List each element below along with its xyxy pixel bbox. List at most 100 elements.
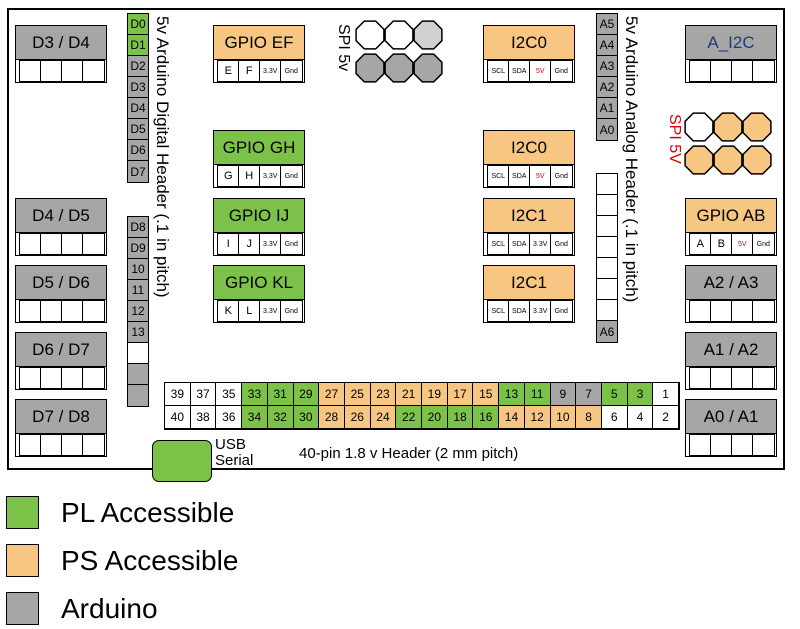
header-pin <box>597 300 617 321</box>
spi-pin <box>384 53 414 83</box>
legend-arduino-label: Arduino <box>61 592 158 624</box>
header-pin: 15 <box>473 383 500 406</box>
header-pin: A5 <box>597 14 617 35</box>
header-pin: 10 <box>128 259 148 280</box>
header-pin: D4 <box>128 98 148 119</box>
grove-pin: SDA <box>508 60 531 82</box>
legend-ps-label: PS Accessible <box>61 544 239 576</box>
grove-pin: Gnd <box>280 60 303 82</box>
header-pin: 12 <box>524 406 551 429</box>
grove-pin: K <box>217 300 240 322</box>
connector-title: A0 / A1 <box>686 400 776 434</box>
grove-pin: 3.3V <box>259 233 282 255</box>
connector-pin <box>689 300 712 322</box>
connector-title: A2 / A3 <box>686 266 776 300</box>
grove-pin: Gnd <box>550 233 573 255</box>
connector-pin <box>82 233 105 255</box>
header-pin: 18 <box>447 406 474 429</box>
grove-pin: 3.3V <box>259 60 282 82</box>
legend-pl: PL Accessible <box>6 496 234 529</box>
connector-pin <box>61 233 84 255</box>
header-pin: D3 <box>128 77 148 98</box>
spi-pin <box>355 53 385 83</box>
spi-pin <box>355 20 385 50</box>
grove-pin: 5V <box>731 233 754 255</box>
usb-serial-connector <box>152 440 212 482</box>
i2c-title: I2C0 <box>484 131 574 165</box>
grove-pin: 3.3V <box>259 300 282 322</box>
grove-pin: Gnd <box>550 165 573 187</box>
spi-right-header <box>684 112 772 175</box>
legend-ps: PS Accessible <box>6 544 238 577</box>
grove-pin: SDA <box>508 233 531 255</box>
header-pin <box>128 343 148 364</box>
connector-pin <box>731 60 754 82</box>
gpio-gh-title: GPIO GH <box>214 131 304 165</box>
grove-pin: 3.3V <box>259 165 282 187</box>
header-pin: 9 <box>550 383 577 406</box>
header-pin: D2 <box>128 56 148 77</box>
header-pin: A2 <box>597 77 617 98</box>
header-pin: 33 <box>242 383 268 406</box>
connector-pin <box>82 300 105 322</box>
header-pin: A6 <box>597 321 617 342</box>
connector-pin <box>710 434 733 456</box>
header-pin: 22 <box>396 406 422 429</box>
connector-pin <box>40 233 63 255</box>
connector-pin <box>82 367 105 389</box>
connector-pin <box>752 434 775 456</box>
connector-title: D7 / D8 <box>16 400 106 434</box>
header-pin: 12 <box>128 301 148 322</box>
header-pin: 7 <box>576 383 602 406</box>
grove-pin: Gnd <box>280 300 303 322</box>
connector-pin <box>82 60 105 82</box>
grove-pin: SDA <box>508 165 531 187</box>
spi-pin <box>742 145 772 175</box>
header-pin: D6 <box>128 140 148 161</box>
header-pin: 3 <box>627 383 654 406</box>
grove-pin: 3.3V <box>529 233 552 255</box>
i2c-title: I2C1 <box>484 266 574 300</box>
header-pin <box>597 279 617 300</box>
grove-pin: 5V <box>529 60 552 82</box>
connector-pin <box>752 300 775 322</box>
header-pin: 10 <box>550 406 577 429</box>
spi-pin <box>742 112 772 142</box>
grove-pin: G <box>217 165 240 187</box>
arduino-connector: D6 / D7 <box>15 332 107 390</box>
grove-pin: Gnd <box>280 165 303 187</box>
spi-top-header <box>355 20 443 83</box>
connector-pin <box>40 367 63 389</box>
connector-pin <box>710 367 733 389</box>
connector-pin <box>710 300 733 322</box>
grove-pin: A <box>689 233 712 255</box>
arduino-connector: D4 / D5 <box>15 198 107 256</box>
connector-pin <box>731 367 754 389</box>
header-pin: A3 <box>597 56 617 77</box>
spi-pin <box>684 145 714 175</box>
header-pin: D9 <box>128 238 148 259</box>
connector-pin <box>689 434 712 456</box>
header-pin: 31 <box>267 383 294 406</box>
header-pin: A1 <box>597 98 617 119</box>
connector-title: D4 / D5 <box>16 199 106 233</box>
i2c-title: I2C0 <box>484 26 574 60</box>
grove-pin: SCL <box>487 60 510 82</box>
grove-pin: L <box>238 300 261 322</box>
spi-right-label: SPI 5V <box>666 114 683 164</box>
grove-pin: SDA <box>508 300 531 322</box>
connector-pin <box>82 434 105 456</box>
connector-title: A_I2C <box>686 26 776 60</box>
header-pin: 8 <box>576 406 602 429</box>
digital-header-label: 5v Arduino Digital Header (.1 in pitch) <box>153 16 172 298</box>
connector-pin <box>19 60 42 82</box>
header-pin: 13 <box>499 383 525 406</box>
